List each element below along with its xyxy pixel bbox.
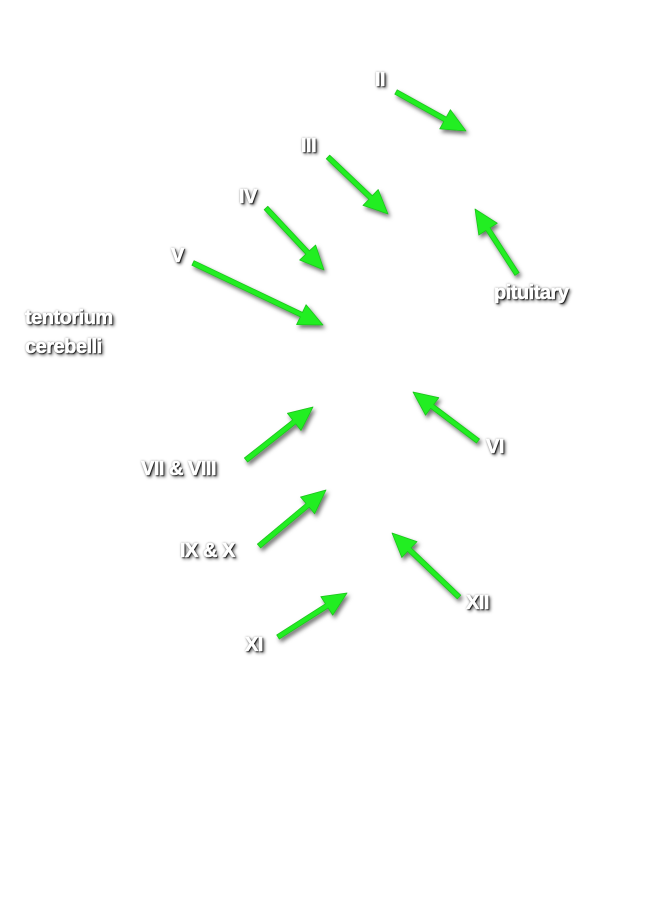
arrow-cranial-nerve-v (191, 260, 324, 326)
label-cranial-nerve-vii-viii: VII & VIII (141, 458, 217, 481)
label-cranial-nerve-ix-x: IX & X (180, 540, 236, 563)
arrow-cranial-nerve-iv (263, 205, 325, 271)
arrow-cranial-nerve-xi (276, 592, 348, 640)
label-tentorium-cerebelli: tentorium cerebelli (25, 304, 114, 362)
arrow-cranial-nerve-iii (325, 154, 389, 215)
label-tentorium-line1: tentorium (25, 307, 114, 330)
label-cranial-nerve-ii: II (375, 69, 386, 92)
arrow-pituitary (474, 208, 520, 276)
label-cranial-nerve-iii: III (301, 135, 317, 158)
label-tentorium-line2: cerebelli (25, 336, 103, 359)
arrow-cranial-nerve-ii (394, 89, 467, 132)
label-cranial-nerve-xii: XII (466, 592, 490, 615)
label-cranial-nerve-v: V (171, 245, 185, 268)
arrow-cranial-nerve-ix-x (256, 489, 327, 549)
arrow-cranial-nerve-vii-viii (243, 406, 314, 463)
label-cranial-nerve-vi: VI (486, 436, 505, 459)
label-cranial-nerve-iv: IV (239, 186, 258, 209)
arrow-cranial-nerve-xii (391, 532, 462, 600)
arrow-cranial-nerve-vi (412, 391, 480, 444)
label-pituitary: pituitary (494, 282, 570, 305)
label-cranial-nerve-xi: XI (245, 634, 264, 657)
